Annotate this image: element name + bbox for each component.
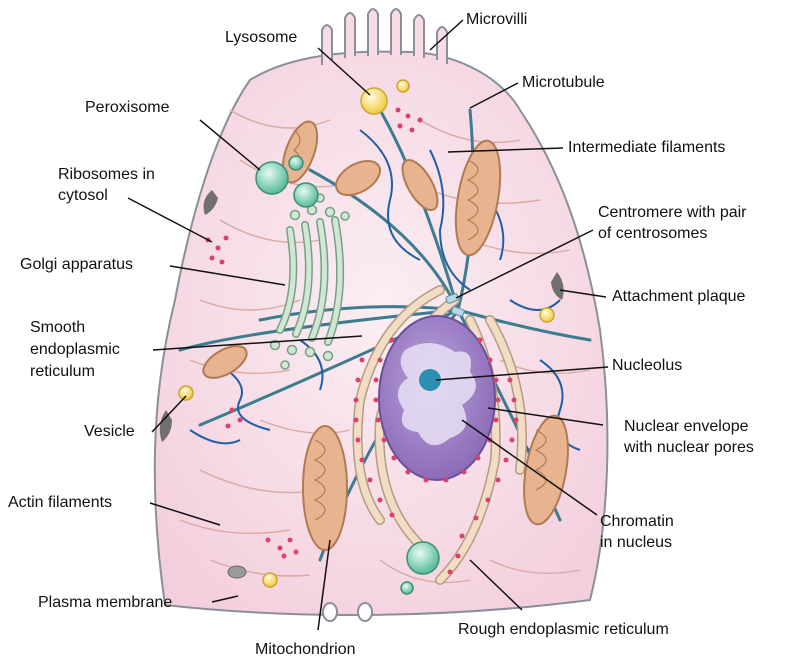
label-peroxisome: Peroxisome — [85, 98, 169, 118]
label-nuclear-envelope-line2: with nuclear pores — [624, 438, 754, 458]
label-nuclear-envelope-line1: Nuclear envelope — [624, 417, 749, 437]
label-ribosomes-line2: cytosol — [58, 186, 108, 206]
label-mitochondrion: Mitochondrion — [255, 640, 356, 660]
label-microtubule: Microtubule — [522, 73, 605, 93]
label-intermediate-filaments: Intermediate filaments — [568, 138, 725, 158]
label-centromere-line2: of centrosomes — [598, 224, 707, 244]
label-centromere-line1: Centromere with pair — [598, 203, 747, 223]
label-smooth-er-line3: reticulum — [30, 362, 95, 382]
label-plasma-membrane: Plasma membrane — [38, 593, 172, 613]
label-ribosomes-line1: Ribosomes in — [58, 165, 155, 185]
label-rough-er: Rough endoplasmic reticulum — [458, 620, 669, 640]
label-chromatin-line1: Chromatin — [600, 512, 674, 532]
label-vesicle: Vesicle — [84, 422, 135, 442]
label-actin-filaments: Actin filaments — [8, 493, 112, 513]
label-lysosome: Lysosome — [225, 28, 297, 48]
label-chromatin-line2: in nucleus — [600, 533, 672, 553]
plasma-membrane — [155, 52, 608, 615]
label-nucleolus: Nucleolus — [612, 356, 682, 376]
label-smooth-er-line2: endoplasmic — [30, 340, 120, 360]
label-microvilli: Microvilli — [466, 10, 527, 30]
label-golgi-apparatus: Golgi apparatus — [20, 255, 133, 275]
label-smooth-er-line1: Smooth — [30, 318, 85, 338]
small-vesicle — [228, 566, 246, 578]
label-attachment-plaque: Attachment plaque — [612, 287, 745, 307]
